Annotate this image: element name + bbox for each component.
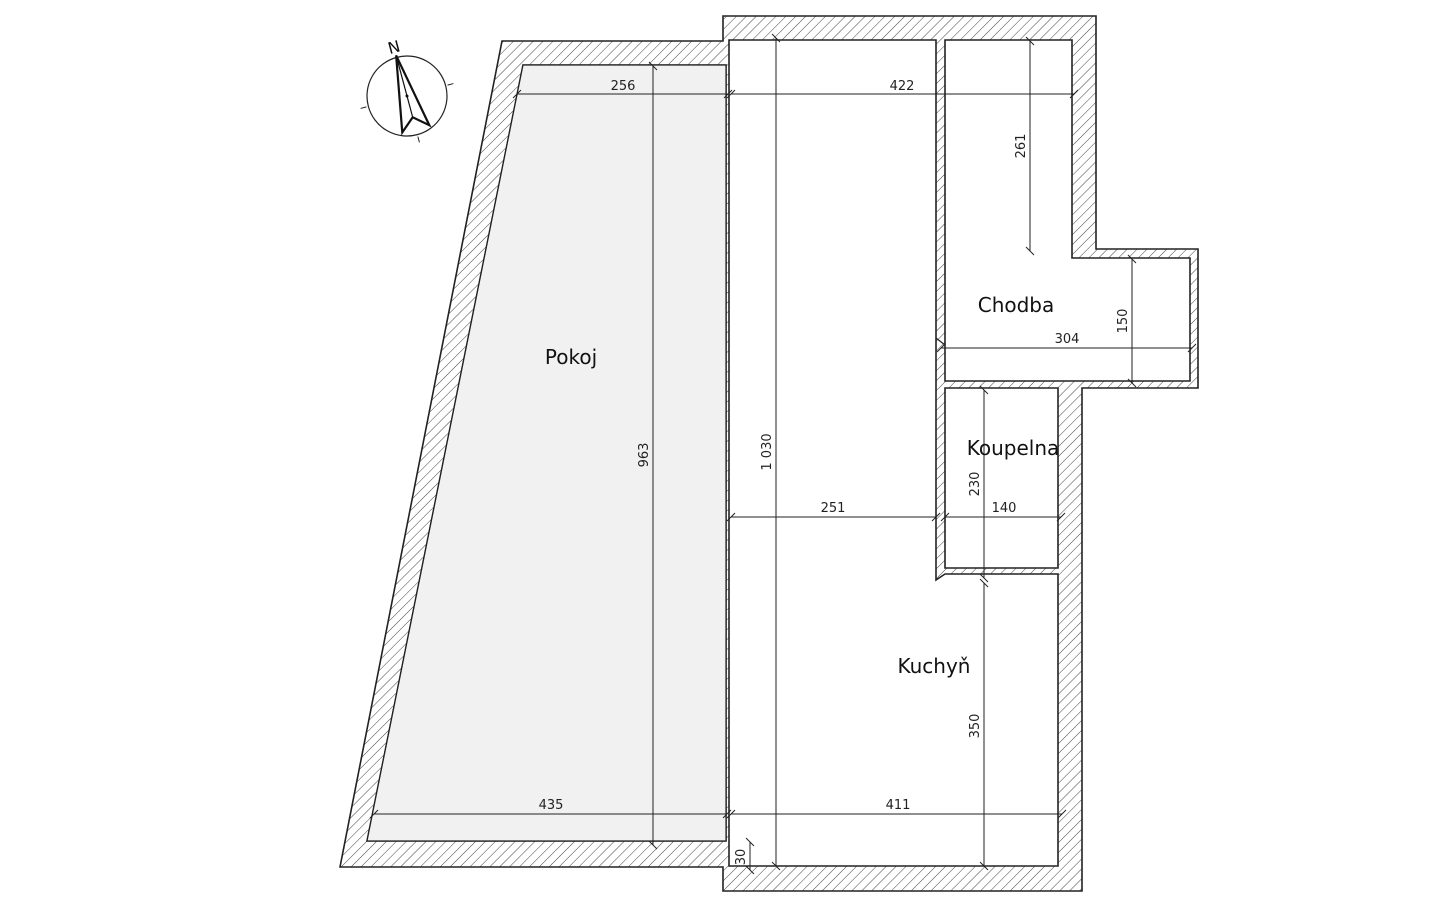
label-pokoj-bottom-width: 435 bbox=[539, 798, 564, 813]
label-total-height: 1 030 bbox=[760, 433, 775, 470]
label-pokoj-height: 963 bbox=[637, 443, 652, 468]
label-pokoj-top-width: 256 bbox=[611, 79, 636, 94]
label-wall-offset: 30 bbox=[734, 849, 749, 866]
north-arrow-icon: N bbox=[360, 36, 454, 143]
room-name-pokoj: Pokoj bbox=[545, 345, 597, 369]
label-top-width: 422 bbox=[890, 79, 915, 94]
room-name-kuchyn: Kuchyň bbox=[898, 654, 971, 678]
pokoj-floor bbox=[366, 64, 727, 842]
label-kuchyn-height: 350 bbox=[968, 714, 983, 739]
label-kuchyn-width: 411 bbox=[886, 798, 911, 813]
room-name-chodba: Chodba bbox=[978, 293, 1055, 317]
label-koupelna-height: 230 bbox=[968, 472, 983, 497]
label-chodba-bay: 150 bbox=[1116, 309, 1131, 334]
dimension-lines bbox=[369, 33, 1197, 875]
label-chodba-depth: 261 bbox=[1014, 134, 1029, 159]
label-chodba-width: 304 bbox=[1055, 332, 1080, 347]
label-middle-width: 251 bbox=[821, 501, 846, 516]
label-koupelna-width: 140 bbox=[992, 501, 1017, 516]
room-name-koupelna: Koupelna bbox=[967, 436, 1060, 460]
north-label: N bbox=[386, 36, 402, 57]
